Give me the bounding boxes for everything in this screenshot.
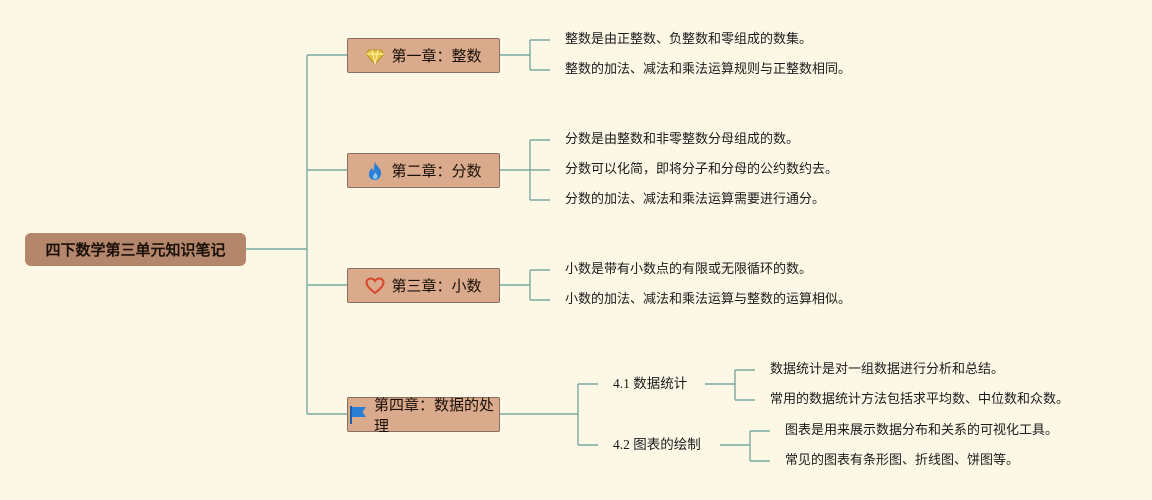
chapter-1-item-2: 整数的加法、减法和乘法运算规则与正整数相同。	[565, 62, 852, 77]
chapter-1-title: 第一章：整数	[391, 47, 482, 65]
root-title: 四下数学第三单元知识笔记	[45, 241, 226, 259]
section-4-1-item-2: 常用的数据统计方法包括求平均数、中位数和众数。	[770, 392, 1070, 407]
diamond-icon	[365, 46, 386, 66]
chapter-2-item-3: 分数的加法、减法和乘法运算需要进行通分。	[565, 192, 826, 207]
chapter-3-title: 第三章：小数	[391, 277, 482, 295]
section-4-2-item-1: 图表是用来展示数据分布和关系的可视化工具。	[785, 423, 1059, 438]
heart-icon	[365, 276, 385, 296]
chapter-2-node[interactable]: 第二章：分数	[347, 153, 500, 188]
chapter-2-item-2: 分数可以化简，即将分子和分母的公约数约去。	[565, 162, 839, 177]
section-4-1-node[interactable]: 4.1 数据统计	[613, 376, 688, 391]
chapter-2-title: 第二章：分数	[391, 162, 482, 180]
chapter-3-node[interactable]: 第三章：小数	[347, 268, 500, 303]
section-4-2-node[interactable]: 4.2 图表的绘制	[613, 437, 701, 452]
chapter-3-item-1: 小数是带有小数点的有限或无限循环的数。	[565, 262, 813, 277]
section-4-1-item-1: 数据统计是对一组数据进行分析和总结。	[770, 362, 1005, 377]
chapter-1-node[interactable]: 第一章：整数	[347, 38, 500, 73]
root-node[interactable]: 四下数学第三单元知识笔记	[25, 233, 246, 266]
chapter-4-node[interactable]: 第四章：数据的处理	[347, 396, 500, 435]
chapter-1-item-1: 整数是由正整数、负整数和零组成的数集。	[565, 32, 813, 47]
chapter-3-item-2: 小数的加法、减法和乘法运算与整数的运算相似。	[565, 292, 852, 307]
section-4-2-item-2: 常见的图表有条形图、折线图、饼图等。	[785, 453, 1020, 468]
flame-icon	[365, 161, 385, 181]
chapter-2-item-1: 分数是由整数和非零整数分母组成的数。	[565, 132, 800, 147]
chapter-4-title: 第四章：数据的处理	[374, 395, 495, 435]
flag-icon	[348, 405, 368, 425]
